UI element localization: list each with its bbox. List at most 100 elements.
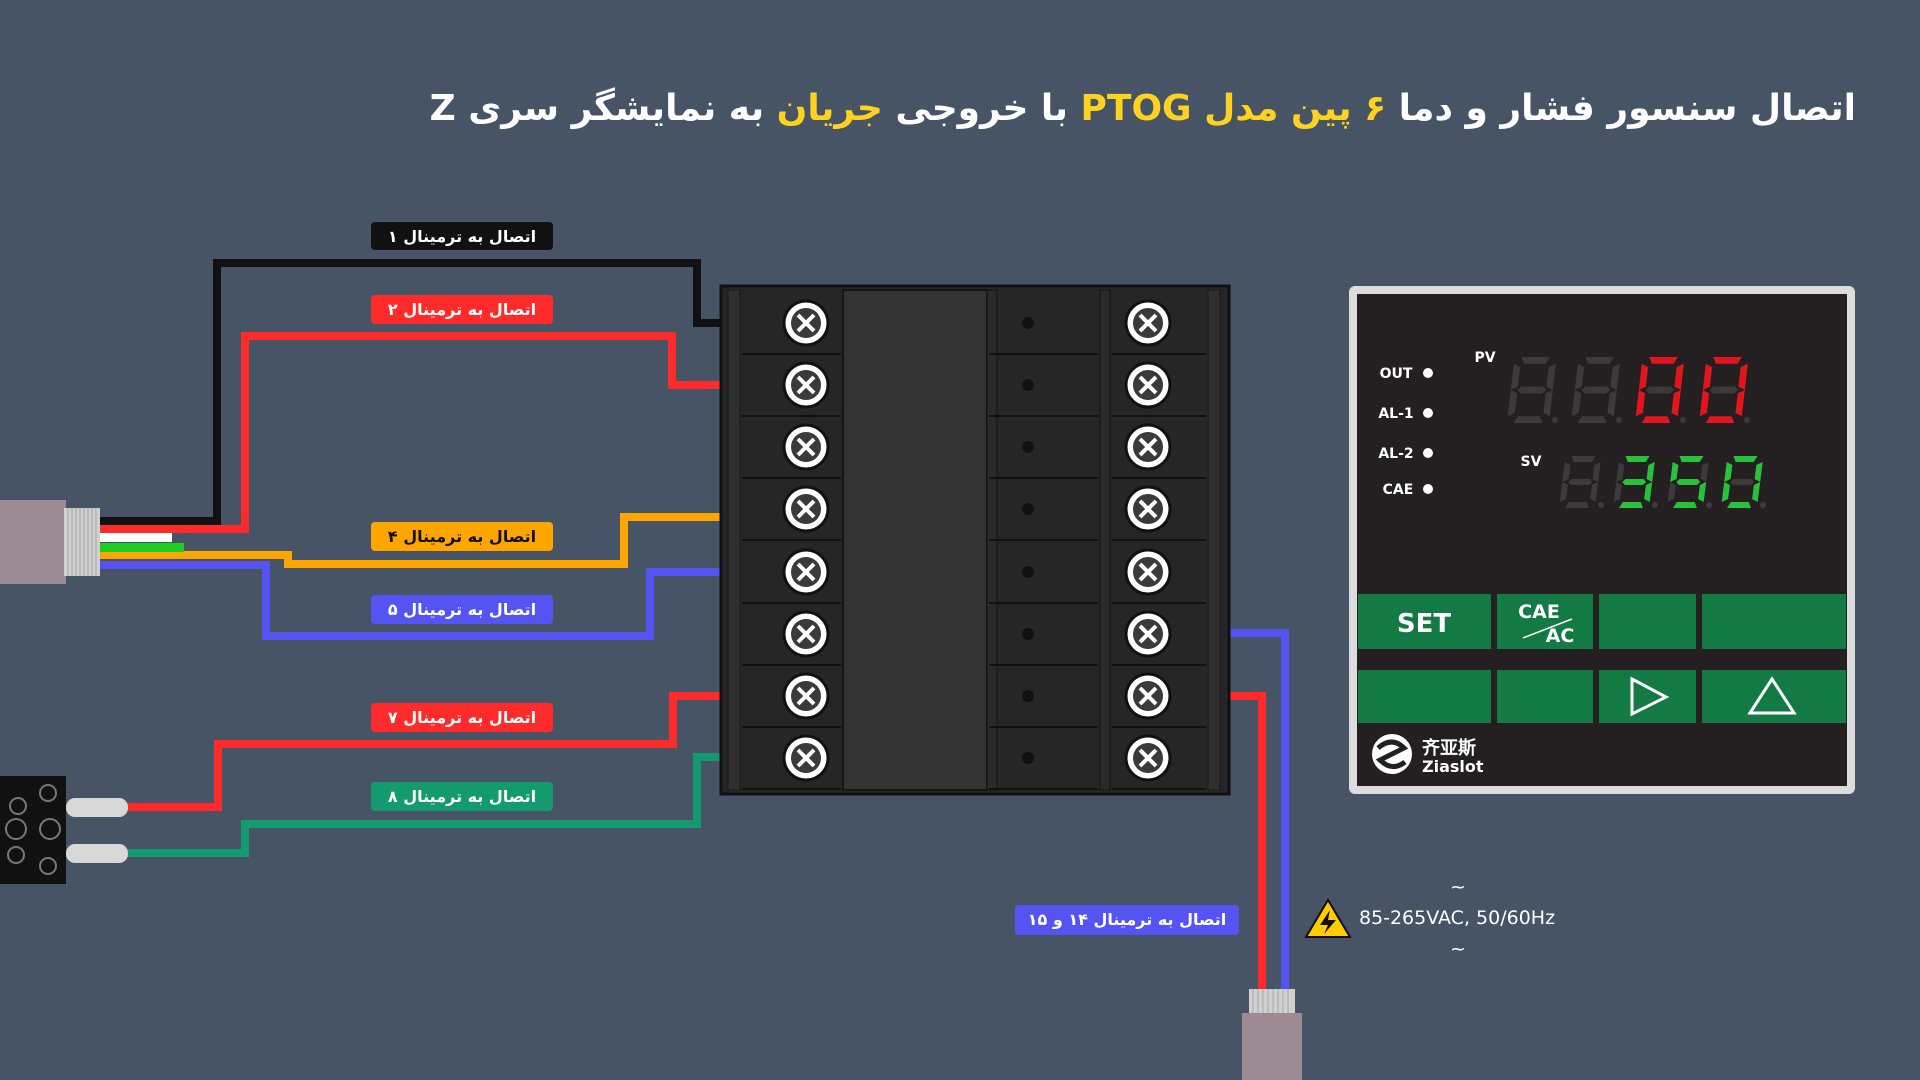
terminal-screw-icon <box>782 672 830 720</box>
svg-text:اتصال به ترمینال ۴: اتصال به ترمینال ۴ <box>388 527 536 546</box>
terminal-hole-1 <box>1022 317 1034 329</box>
up-arrow-icon <box>1747 676 1797 715</box>
segment-digit-sv-digits-0 <box>1559 456 1604 508</box>
terminal-screw-icon <box>782 423 830 471</box>
brand: 齐亚斯 Ziaslot <box>1372 734 1484 776</box>
power-tilde-top: ~ <box>1450 876 1466 898</box>
terminal-hole-8 <box>1022 752 1034 764</box>
page-title: اتصال سنسور فشار و دما ۶ پین مدل PTOG با… <box>430 88 1856 129</box>
title-part-4: جریان <box>776 88 883 129</box>
segment-digit-pv-digits-2 <box>1635 357 1686 423</box>
terminal-row-4 <box>742 485 1206 541</box>
terminal-hole-6 <box>1022 628 1034 640</box>
svg-text:اتصال به ترمینال ۲: اتصال به ترمینال ۲ <box>388 300 536 319</box>
terminal-row-8 <box>742 734 1206 790</box>
function-button-4[interactable] <box>1702 594 1846 649</box>
wire-green-terminal-8 <box>125 753 807 857</box>
svg-text:اتصال به ترمینال ۱: اتصال به ترمینال ۱ <box>388 227 536 246</box>
pv-readout <box>1507 357 1750 423</box>
brand-english: Ziaslot <box>1422 757 1484 776</box>
wire-orange-terminal-4 <box>100 513 807 568</box>
label-terminal-14-15: اتصال به ترمینال ۱۴ و ۱۵ <box>1015 905 1239 935</box>
title-part-1: اتصال سنسور فشار و دما <box>1386 88 1856 129</box>
segment-digit-sv-digits-3 <box>1721 456 1766 508</box>
terminal-screw-icon <box>1124 672 1172 720</box>
terminal-screw-icon <box>1124 548 1172 596</box>
segment-digit-sv-digits-1 <box>1613 456 1658 508</box>
power-cable <box>1242 989 1302 1080</box>
svg-text:اتصال به ترمینال ۱۴ و ۱۵: اتصال به ترمینال ۱۴ و ۱۵ <box>1028 910 1227 929</box>
power-tilde-bottom: ~ <box>1450 938 1466 960</box>
terminal-row-2 <box>742 361 1206 417</box>
svg-text:اتصال به ترمینال ۵: اتصال به ترمینال ۵ <box>388 600 536 619</box>
terminal-hole-3 <box>1022 441 1034 453</box>
terminal-hole-7 <box>1022 690 1034 702</box>
label-terminal-1: اتصال به ترمینال ۱ <box>371 222 553 250</box>
terminal-hole-5 <box>1022 566 1034 578</box>
cae-ac-button[interactable] <box>1497 594 1593 649</box>
terminal-screw-icon <box>782 548 830 596</box>
sv-readout <box>1559 456 1766 508</box>
label-terminal-8: اتصال به ترمینال ۸ <box>371 782 553 811</box>
terminal-screw-icon <box>782 361 830 409</box>
wire-stub-white <box>100 533 172 542</box>
terminal-block <box>719 284 1231 796</box>
indicator-al1-led <box>1423 408 1433 418</box>
indicator-out-led <box>1423 368 1433 378</box>
terminal-row-5 <box>742 548 1206 604</box>
control-buttons: SET CAE AC <box>1358 594 1846 723</box>
brand-chinese: 齐亚斯 <box>1422 737 1476 759</box>
segment-digit-sv-digits-2 <box>1667 456 1712 508</box>
terminal-labels: اتصال به ترمینال ۱ اتصال به ترمینال ۲ ات… <box>371 222 1239 935</box>
sensor-cable <box>0 500 184 584</box>
terminal-row-3 <box>742 423 1206 479</box>
indicator-al2-led <box>1423 448 1433 458</box>
shift-button[interactable] <box>1599 670 1696 723</box>
terminal-row-7 <box>742 672 1206 728</box>
terminal-screw-icon <box>1124 610 1172 658</box>
terminal-screw-icon <box>782 485 830 533</box>
function-button-5[interactable] <box>1358 670 1491 723</box>
terminal-screw-icon <box>782 299 830 347</box>
wire-red-terminal-2 <box>100 332 807 533</box>
segment-digit-pv-digits-0 <box>1507 357 1558 423</box>
pv-label: PV <box>1474 350 1495 366</box>
function-button-3[interactable] <box>1599 594 1696 649</box>
terminal-screw-icon <box>1124 361 1172 409</box>
label-terminal-5: اتصال به ترمینال ۵ <box>371 595 553 624</box>
play-arrow-icon <box>1630 676 1670 717</box>
indicator-cae-led <box>1423 484 1433 494</box>
terminal-screw-icon <box>1124 299 1172 347</box>
title-part-3: با خروجی <box>882 88 1081 129</box>
terminal-screw-icon <box>782 610 830 658</box>
title-part-5: به نمایشگر سری Z <box>429 88 777 129</box>
indicator-display: OUT AL-1 AL-2 CAE PV SV SET CAE AC <box>1349 286 1855 794</box>
svg-text:اتصال به ترمینال ۸: اتصال به ترمینال ۸ <box>388 787 536 806</box>
set-button-label: SET <box>1397 609 1451 639</box>
wire-red-terminal-7 <box>125 692 807 811</box>
wire-black-terminal-1 <box>100 259 807 525</box>
segment-digit-pv-digits-1 <box>1571 357 1622 423</box>
title-part-2: ۶ پین مدل PTOG <box>1080 88 1387 129</box>
terminal-screw-icon <box>1124 423 1172 471</box>
segment-digit-pv-digits-3 <box>1699 357 1750 423</box>
up-button[interactable] <box>1702 670 1846 723</box>
terminal-hole-4 <box>1022 503 1034 515</box>
wire-stub-green <box>100 543 184 552</box>
high-voltage-warning-icon <box>1304 898 1352 938</box>
temperature-connector <box>0 776 128 884</box>
ziaslot-logo-icon <box>1372 734 1412 774</box>
label-terminal-2: اتصال به ترمینال ۲ <box>371 295 553 324</box>
terminal-row-6 <box>742 610 1206 666</box>
indicator-out-label: OUT <box>1380 366 1413 382</box>
label-terminal-4: اتصال به ترمینال ۴ <box>371 522 553 551</box>
function-button-6[interactable] <box>1497 670 1593 723</box>
indicator-al2-label: AL-2 <box>1378 446 1413 462</box>
power-spec: ~ 85-265VAC, 50/60Hz ~ <box>1304 876 1555 960</box>
set-button[interactable] <box>1358 594 1491 649</box>
power-spec-text: 85-265VAC, 50/60Hz <box>1359 907 1555 929</box>
sv-label: SV <box>1521 454 1542 470</box>
svg-text:اتصال به ترمینال ۷: اتصال به ترمینال ۷ <box>388 708 536 727</box>
terminal-screw-icon <box>1124 734 1172 782</box>
